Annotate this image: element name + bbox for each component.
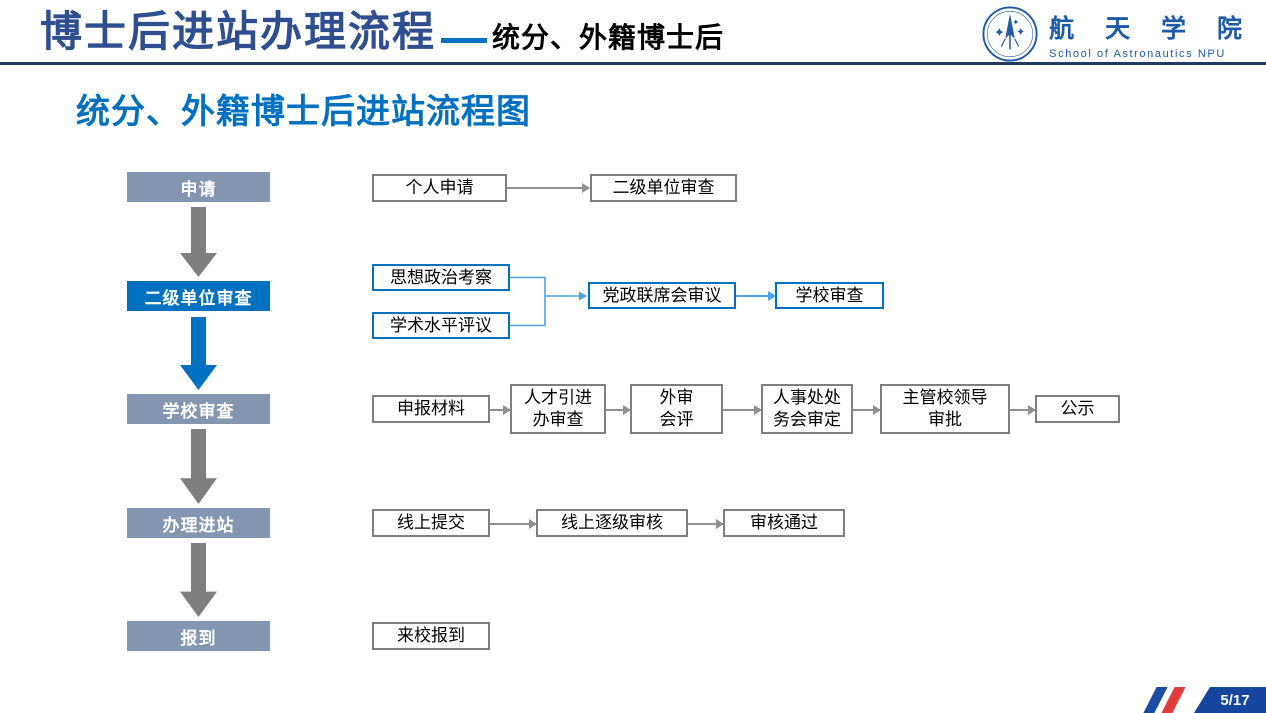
logo-text: 航 天 学 院 School of Astronautics NPU	[1049, 9, 1254, 60]
header-divider	[0, 62, 1266, 65]
stage-station-entry: 办理进站	[127, 508, 270, 538]
down-arrow-highlight-icon	[180, 317, 217, 390]
title-dash	[441, 38, 488, 44]
down-arrow-icon	[180, 543, 217, 617]
flow-box-online-review: 线上逐级审核	[536, 509, 688, 537]
flow-box-political-check: 思想政治考察	[372, 264, 510, 291]
stage-school-review: 学校审查	[127, 394, 270, 424]
slide-header: 博士后进站办理流程 统分、外籍博士后	[40, 8, 724, 56]
flow-box-unit-review: 二级单位审查	[590, 174, 737, 202]
school-logo: 航 天 学 院 School of Astronautics NPU	[981, 5, 1254, 63]
flow-box-personal-apply: 个人申请	[372, 174, 507, 202]
page-title-suffix: 统分、外籍博士后	[492, 21, 725, 53]
right-arrow-icon	[736, 291, 776, 300]
page-number-badge: 5/17	[1194, 687, 1266, 713]
flow-box-school-review: 学校审查	[775, 282, 884, 309]
right-arrow-icon	[490, 405, 511, 414]
school-seal-icon	[982, 6, 1038, 62]
flow-box-academic-review: 学术水平评议	[372, 312, 510, 339]
right-arrow-icon	[853, 405, 881, 414]
logo-cn-text: 航 天 学 院	[1049, 14, 1254, 43]
page-title: 博士后进站办理流程	[40, 8, 437, 55]
right-arrow-icon	[507, 183, 590, 192]
right-arrow-icon	[723, 405, 762, 414]
logo-en-text: School of Astronautics NPU	[1049, 47, 1226, 60]
right-arrow-icon	[490, 519, 537, 528]
flow-box-review-passed: 审核通过	[723, 509, 845, 537]
page-number: 5/17	[1220, 691, 1250, 709]
flow-box-online-submit: 线上提交	[372, 509, 490, 537]
stage-apply: 申请	[127, 172, 270, 202]
flow-box-materials: 申报材料	[372, 395, 490, 423]
right-arrow-icon	[688, 519, 724, 528]
right-arrow-icon	[606, 405, 631, 414]
stage-report: 报到	[127, 621, 270, 651]
merge-connector-icon	[510, 276, 587, 327]
flow-box-campus-report: 来校报到	[372, 622, 490, 650]
flow-box-publicity: 公示	[1035, 395, 1120, 423]
flow-box-hr-meeting: 人事处处 务会审定	[761, 384, 853, 434]
right-arrow-icon	[1010, 405, 1036, 414]
flow-box-talent-office: 人才引进 办审查	[510, 384, 606, 434]
flow-box-leader-approval: 主管校领导 审批	[880, 384, 1010, 434]
section-title: 统分、外籍博士后进站流程图	[76, 93, 531, 131]
stage-unit-review: 二级单位审查	[127, 281, 270, 311]
down-arrow-icon	[180, 207, 217, 277]
flow-box-joint-meeting: 党政联席会审议	[588, 282, 736, 309]
flow-box-external-review: 外审 会评	[630, 384, 723, 434]
down-arrow-icon	[180, 429, 217, 504]
